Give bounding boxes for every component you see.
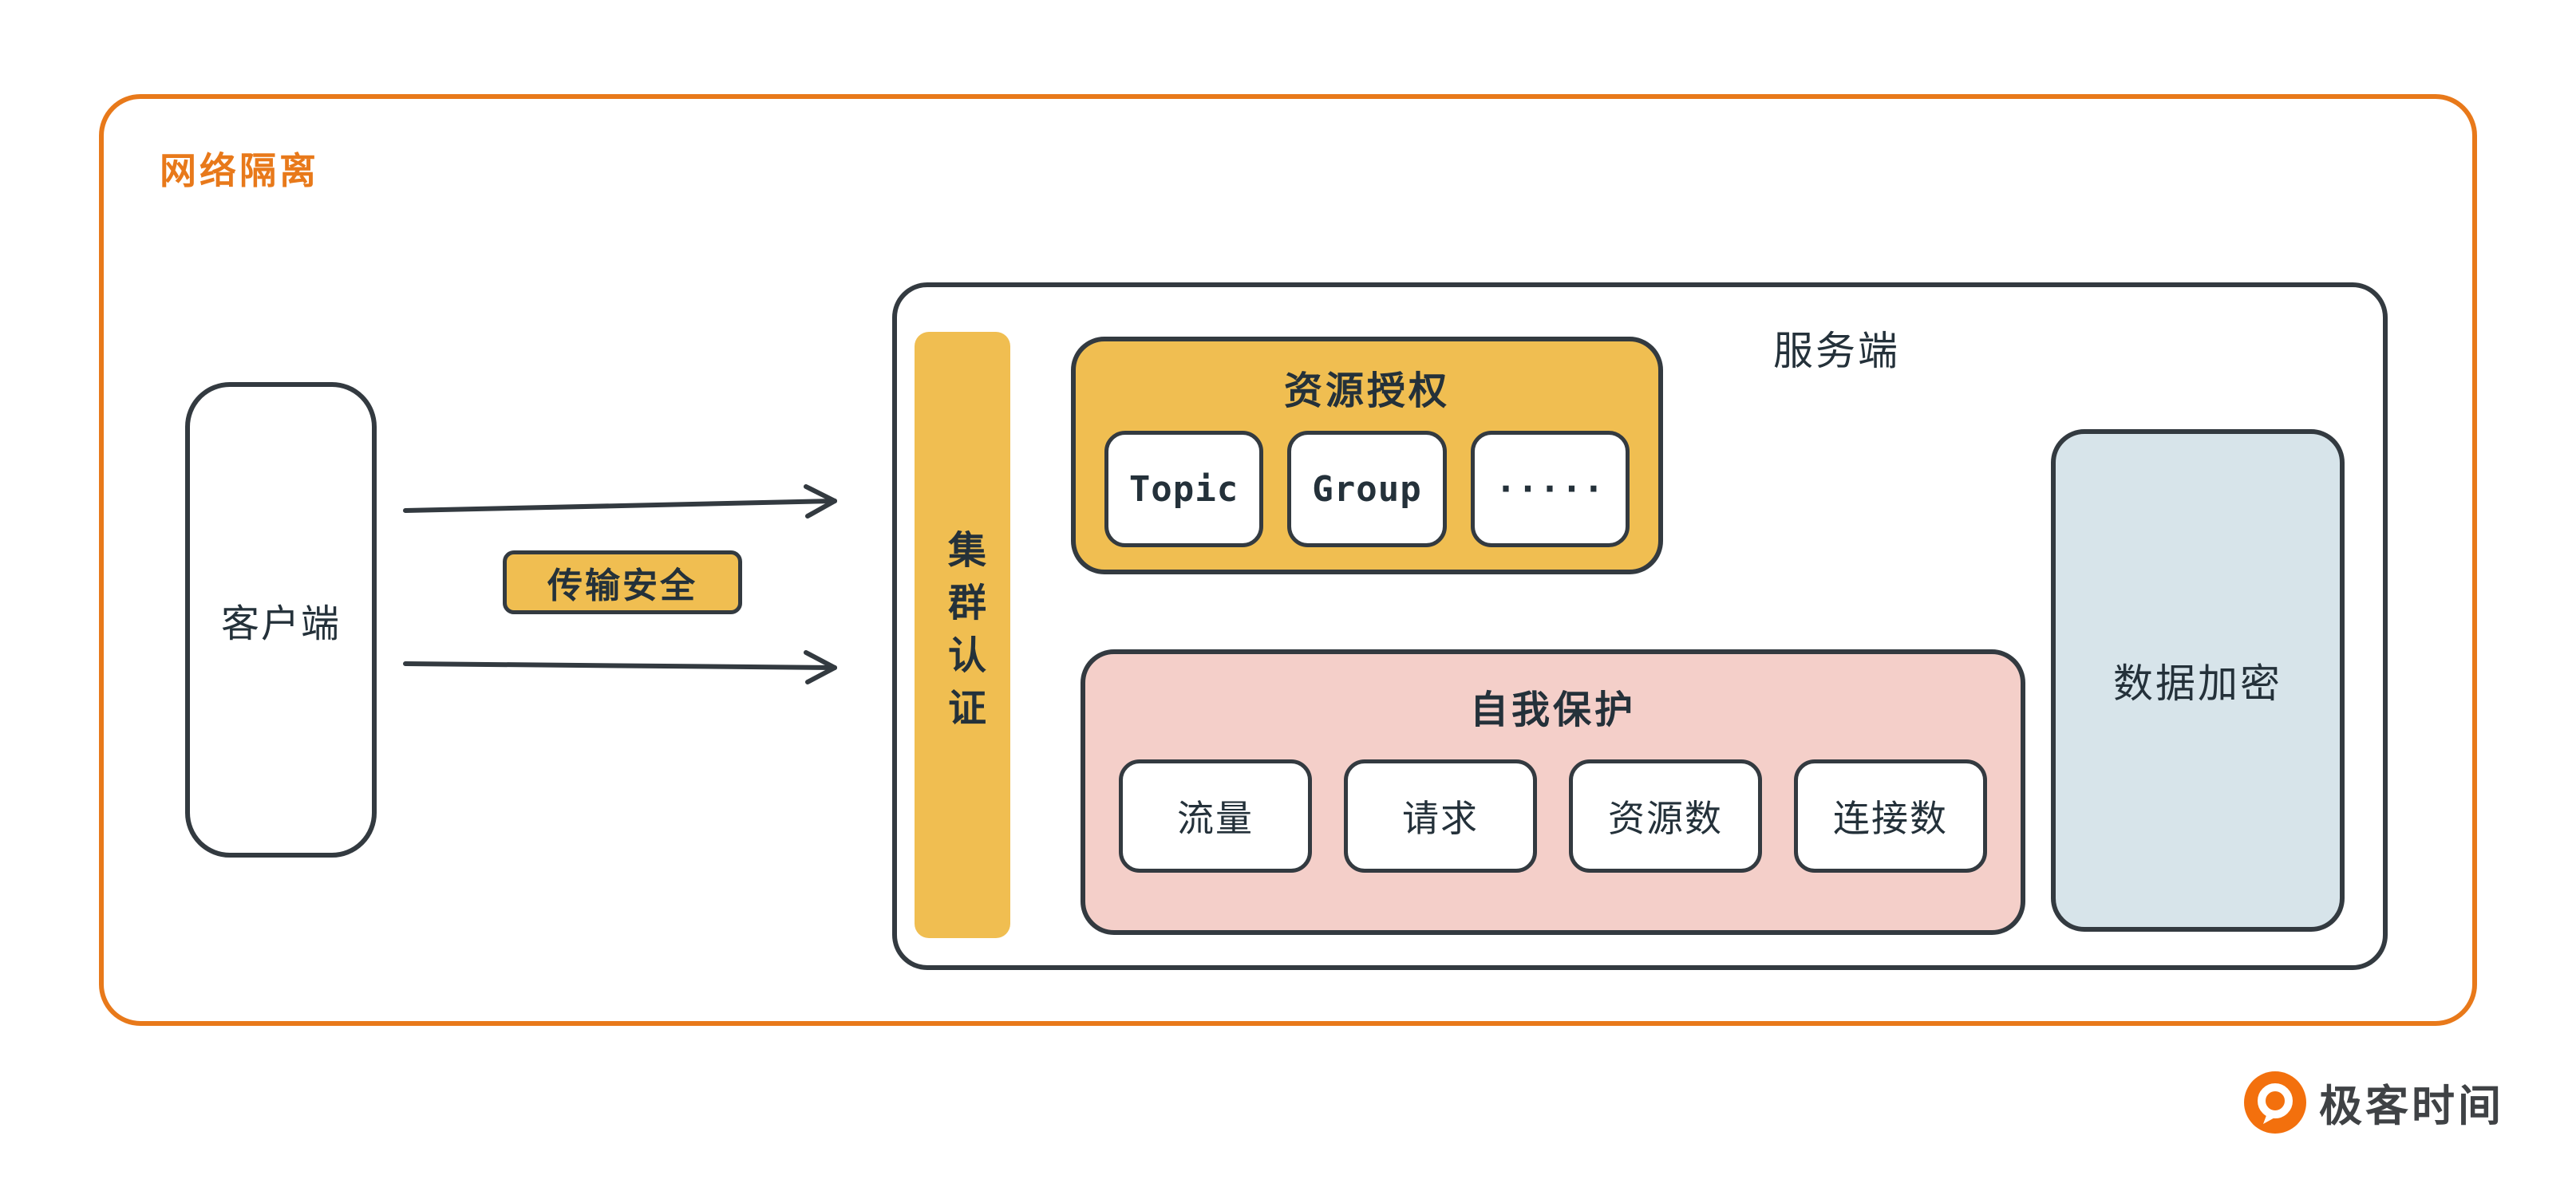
- resource-auth-item-more: ·····: [1470, 431, 1630, 547]
- data-encryption-label: 数据加密: [2113, 661, 2282, 706]
- resource-auth-box: 资源授权 Topic Group ·····: [1071, 337, 1663, 574]
- self-protection-box: 自我保护 流量 请求 资源数 连接数: [1081, 649, 2025, 935]
- self-protection-items: 流量 请求 资源数 连接数: [1085, 759, 2021, 873]
- transport-security-badge: 传输安全: [503, 550, 742, 614]
- network-isolation-label: 网络隔离: [160, 150, 319, 191]
- resource-auth-item-group: Group: [1287, 431, 1447, 547]
- resource-auth-title: 资源授权: [1283, 370, 1450, 412]
- client-server-arrows: [403, 484, 837, 684]
- self-protection-item-resource-count: 资源数: [1569, 759, 1762, 873]
- data-encryption-box: 数据加密: [2051, 429, 2345, 932]
- arrow-top-icon: [403, 484, 837, 519]
- self-protection-item-traffic: 流量: [1119, 759, 1312, 873]
- footer-brand: 极客时间: [2244, 1071, 2504, 1134]
- server-label: 服务端: [1773, 329, 1900, 373]
- arrow-bottom-icon: [403, 650, 837, 684]
- geektime-logo-icon: [2244, 1071, 2306, 1134]
- cluster-auth-label: 集群认证: [942, 530, 984, 740]
- self-protection-title: 自我保护: [1469, 689, 1636, 732]
- self-protection-item-connection-count: 连接数: [1794, 759, 1987, 873]
- cluster-auth-bar: 集群认证: [915, 332, 1010, 938]
- resource-auth-item-topic: Topic: [1104, 431, 1264, 547]
- resource-auth-items: Topic Group ·····: [1076, 431, 1658, 547]
- brand-name: 极客时间: [2319, 1082, 2504, 1130]
- client-label: 客户端: [220, 603, 341, 645]
- self-protection-item-requests: 请求: [1344, 759, 1537, 873]
- client-node: 客户端: [185, 382, 377, 858]
